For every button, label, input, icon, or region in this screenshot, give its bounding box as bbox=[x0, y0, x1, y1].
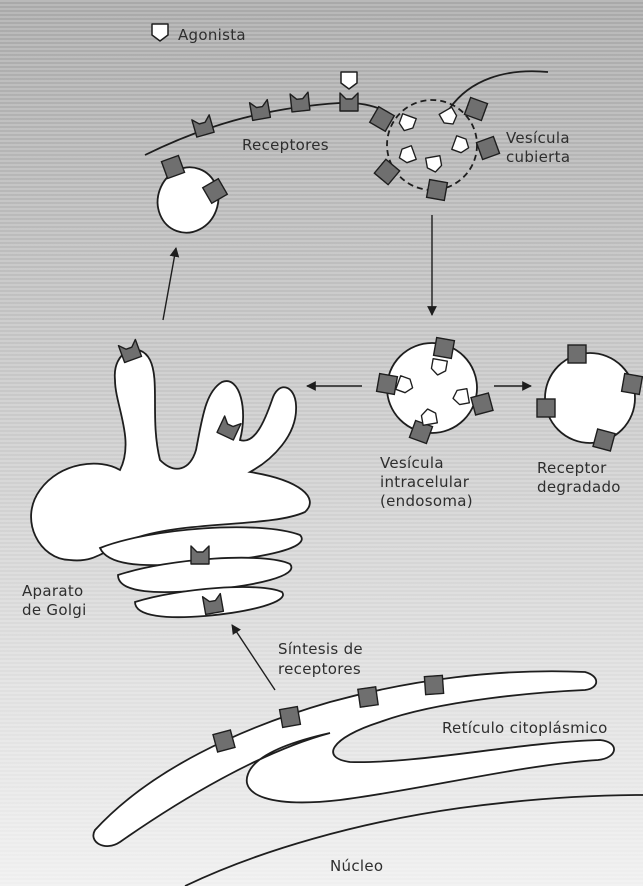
receptor bbox=[471, 393, 493, 415]
receptor bbox=[622, 374, 643, 395]
receptor-degradado-label-1: Receptor bbox=[537, 459, 607, 477]
vesicula-intracelular-label-1: Vesícula bbox=[380, 454, 444, 472]
sintesis-label-1: Síntesis de bbox=[278, 640, 363, 658]
receptor bbox=[568, 345, 586, 363]
receptor bbox=[213, 730, 235, 752]
agonist-label: Agonista bbox=[178, 26, 246, 44]
receptor bbox=[377, 374, 398, 395]
receptor bbox=[280, 707, 301, 728]
reticulo-label: Retículo citoplásmico bbox=[442, 719, 608, 737]
vesicula-cubierta-label-2: cubierta bbox=[506, 148, 570, 166]
receptor-degradado-label-2: degradado bbox=[537, 478, 621, 496]
receptor bbox=[358, 687, 378, 707]
vesicula-cubierta-label-1: Vesícula bbox=[506, 129, 570, 147]
sintesis-label-2: receptores bbox=[278, 660, 361, 678]
receptor bbox=[593, 429, 615, 451]
golgi-label-2: de Golgi bbox=[22, 601, 87, 619]
receptores-label: Receptores bbox=[242, 136, 329, 154]
receptor bbox=[424, 675, 443, 694]
receptor bbox=[537, 399, 555, 417]
vesicula-intracelular-label-3: (endosoma) bbox=[380, 492, 473, 510]
golgi-label-1: Aparato bbox=[22, 582, 84, 600]
nucleo-label: Núcleo bbox=[330, 857, 383, 875]
receptor bbox=[427, 180, 448, 201]
receptor bbox=[434, 338, 455, 359]
vesicula-intracelular-label-2: intracelular bbox=[380, 473, 470, 491]
